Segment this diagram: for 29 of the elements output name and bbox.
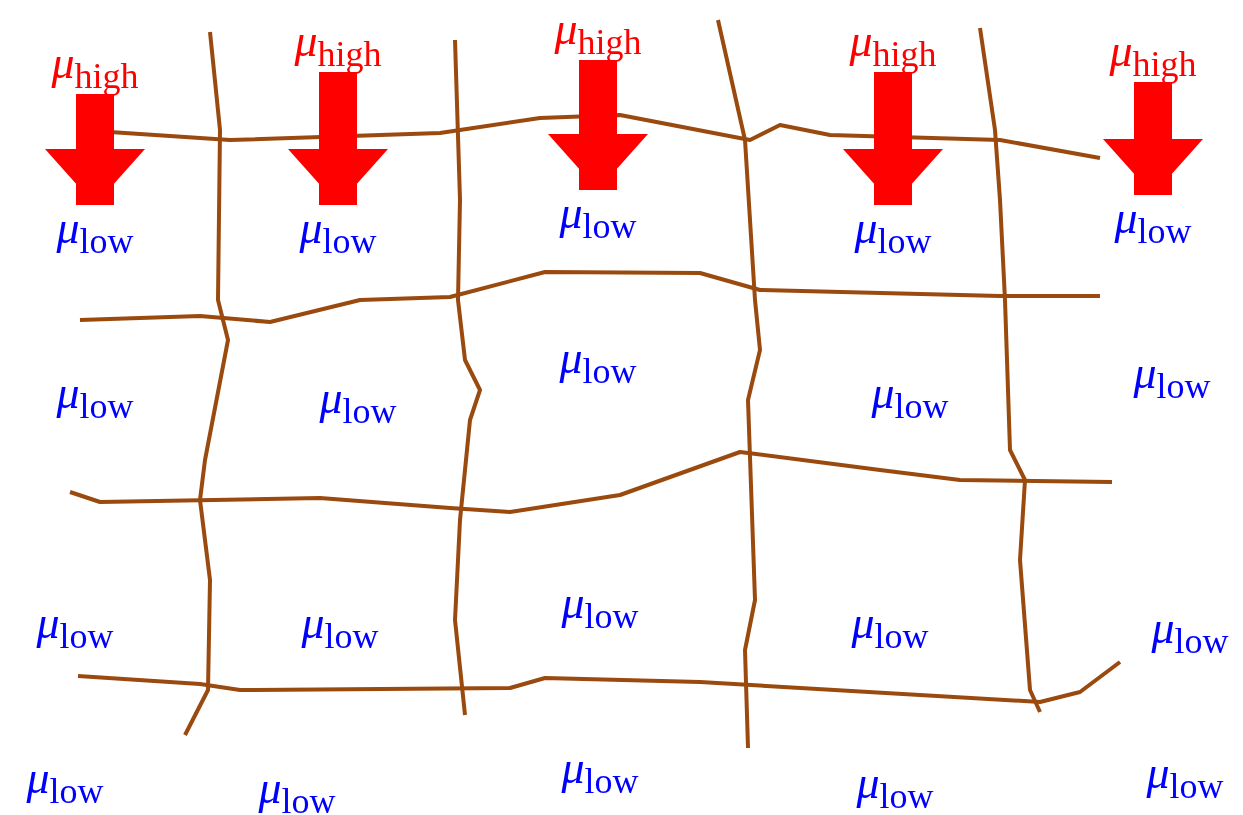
high-potential-label: μ$_{high}$ [51,40,139,94]
low-potential-label: μ$_{low}$ [851,600,929,654]
low-potential-label: μ$_{low}$ [561,745,639,799]
low-potential-label: μ$_{low}$ [561,580,639,634]
low-potential-label: μ$_{low}$ [26,755,104,809]
low-potential-label: μ$_{low}$ [299,205,377,259]
high-potential-label: μ$_{high}$ [1109,28,1197,82]
low-potential-label: μ$_{low}$ [258,765,336,815]
low-potential-label: μ$_{low}$ [1151,605,1229,659]
low-potential-label: μ$_{low}$ [856,760,934,814]
low-potential-label: μ$_{low}$ [36,600,114,654]
low-potential-label: μ$_{low}$ [301,600,379,654]
low-potential-label: μ$_{low}$ [319,375,397,429]
low-potential-label: μ$_{low}$ [871,370,949,424]
low-potential-label: μ$_{low}$ [56,370,134,424]
block-arrow [843,72,943,205]
low-potential-label: μ$_{low}$ [559,335,637,389]
high-potential-label: μ$_{high}$ [554,6,642,60]
low-potential-label: μ$_{low}$ [56,205,134,259]
low-potential-label: μ$_{low}$ [1133,350,1211,404]
block-arrow [45,94,145,205]
low-potential-label: μ$_{low}$ [854,205,932,259]
low-potential-label: μ$_{low}$ [559,190,637,244]
block-arrow [1103,82,1203,195]
low-potential-label: μ$_{low}$ [1114,195,1192,249]
high-potential-label: μ$_{high}$ [849,18,937,72]
block-arrow [288,72,388,205]
low-potential-label: μ$_{low}$ [1146,750,1224,804]
high-potential-label: μ$_{high}$ [294,18,382,72]
